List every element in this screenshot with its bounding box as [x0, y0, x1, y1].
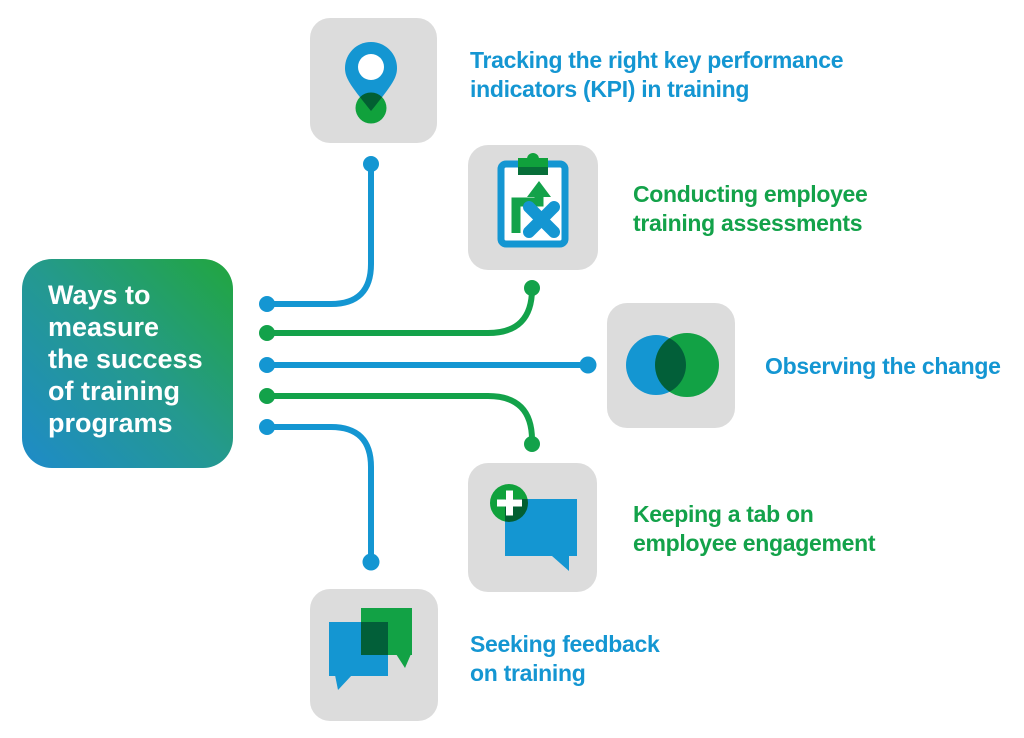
item-change-label: Observing the change	[765, 352, 1001, 381]
label-line: Conducting employee	[633, 181, 868, 207]
title-line: programs	[48, 408, 173, 438]
title-line: Ways to	[48, 280, 151, 310]
tile-engagement	[468, 463, 597, 592]
label-line: training assessments	[633, 210, 863, 236]
label-line: on training	[470, 660, 586, 686]
label-line: Observing the change	[765, 353, 1001, 379]
title-line: the success	[48, 344, 203, 374]
item-engagement-label: Keeping a tab on employee engagement	[633, 500, 876, 558]
venn-circles-icon	[626, 333, 719, 397]
title-line: of training	[48, 376, 180, 406]
connector-kpi	[264, 161, 374, 307]
label-line: Tracking the right key performance	[470, 47, 844, 73]
connector-assessments	[264, 285, 535, 336]
item-kpi-label: Tracking the right key performance indic…	[470, 46, 844, 104]
chat-bubbles-icon	[329, 608, 412, 690]
item-assessments-label: Conducting employee training assessments	[633, 180, 868, 238]
label-line: employee engagement	[633, 530, 876, 556]
tile-change	[607, 303, 735, 428]
map-pin-icon	[345, 42, 397, 124]
tile-assessments	[468, 145, 598, 270]
connector-dots	[259, 156, 597, 571]
tile-kpi	[310, 18, 437, 143]
page-title: Ways to measure the success of training …	[48, 279, 203, 439]
clipboard-plan-icon	[497, 153, 569, 248]
item-feedback-label: Seeking feedback on training	[470, 630, 660, 688]
tile-feedback	[310, 589, 438, 721]
label-line: Keeping a tab on	[633, 501, 814, 527]
connector-feedback	[264, 424, 374, 565]
center-title-box: Ways to measure the success of training …	[22, 259, 233, 468]
connector-engagement	[264, 393, 535, 447]
label-line: indicators (KPI) in training	[470, 76, 750, 102]
label-line: Seeking feedback	[470, 631, 660, 657]
chat-add-icon	[490, 484, 577, 571]
title-line: measure	[48, 312, 160, 342]
